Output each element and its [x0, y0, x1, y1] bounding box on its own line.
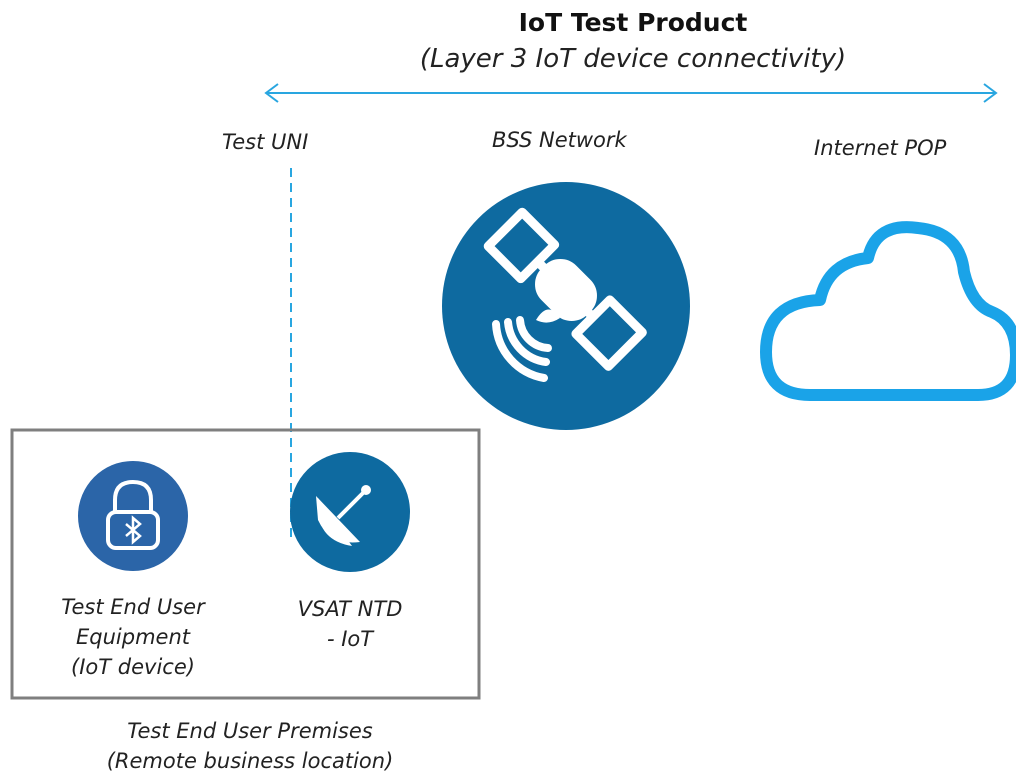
test-uni-label: Test UNI — [222, 130, 309, 154]
premises-line-2: (Remote business location) — [106, 749, 394, 773]
vsat-ntd-line-1: VSAT NTD — [297, 597, 403, 621]
end-user-equipment-line-3: (IoT device) — [71, 655, 195, 679]
premises-label: Test End User Premises (Remote business … — [40, 716, 460, 776]
internet-pop-label: Internet POP — [814, 136, 947, 160]
vsat-ntd-line-2: - IoT — [326, 627, 374, 651]
end-user-equipment-line-2: Equipment — [76, 625, 190, 649]
premises-line-1: Test End User Premises — [127, 719, 373, 743]
end-user-equipment-line-1: Test End User — [61, 595, 205, 619]
end-user-equipment-label: Test End User Equipment (IoT device) — [18, 592, 248, 682]
satellite-icon — [442, 182, 690, 430]
premises-box — [10, 428, 481, 700]
bluetooth-lock-icon — [78, 461, 188, 571]
bss-network-label: BSS Network — [492, 128, 627, 152]
satellite-dish-icon — [290, 452, 410, 572]
diagram-subtitle: (Layer 3 IoT device connectivity) — [419, 44, 847, 74]
scope-arrow — [264, 83, 998, 103]
cloud-icon — [760, 221, 1016, 401]
vsat-ntd-label: VSAT NTD - IoT — [260, 594, 440, 654]
diagram-title: IoT Test Product — [518, 8, 748, 37]
